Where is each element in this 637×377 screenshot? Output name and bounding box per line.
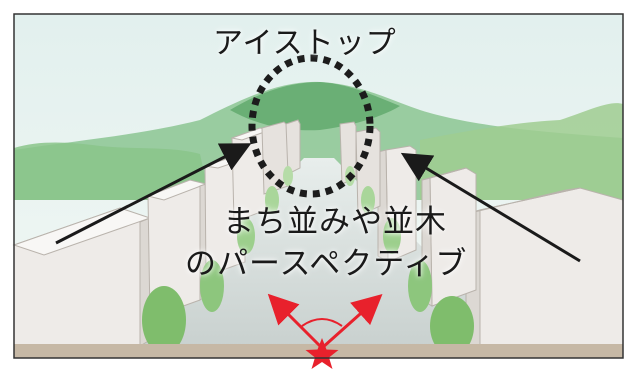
diagram-frame: [13, 13, 624, 359]
townscape-label-line1: まち並みや並木: [223, 204, 447, 240]
arrow-icon: [400, 152, 581, 263]
left-buildings: [12, 119, 301, 347]
mountain-shadow: [230, 82, 400, 131]
arrow-icon: [55, 143, 252, 245]
street-trees: [142, 166, 474, 356]
viewpoint-sightlines: [267, 293, 383, 350]
hills-left: [14, 142, 210, 200]
townscape-label-line2: のパースペクティブ: [185, 246, 468, 282]
eye-stop-label: アイストップ: [213, 26, 397, 61]
star-icon: [305, 338, 339, 369]
eye-stop-circle: [248, 54, 374, 198]
